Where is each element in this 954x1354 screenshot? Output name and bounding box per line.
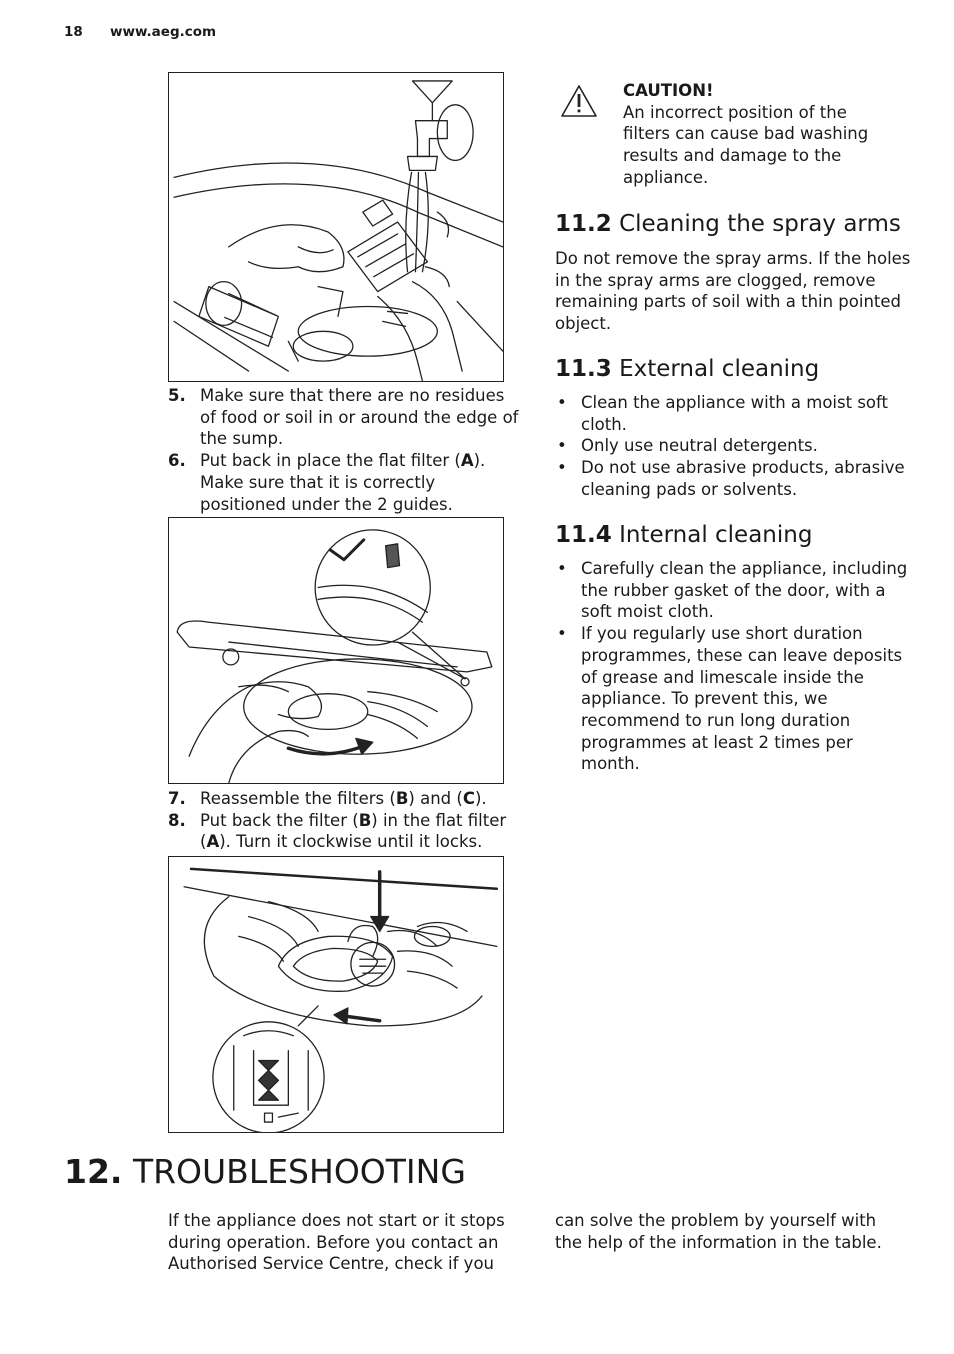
ref-label: A [206, 832, 220, 852]
illustration-filter-lock [168, 856, 504, 1133]
list-item: If you regularly use short duration prog… [555, 623, 915, 775]
steps-list-5-6: 5. Make sure that there are no residues … [168, 385, 520, 515]
caution-title: CAUTION! [623, 81, 714, 100]
step-7: 7. Reassemble the filters (B) and (C). [168, 789, 487, 808]
section-11-4: 11.4 Internal cleaning Carefully clean t… [555, 521, 915, 775]
section-heading: 11.3 External cleaning [555, 356, 820, 382]
bullet-list: Carefully clean the appliance, including… [555, 558, 915, 775]
illustration-flat-filter [168, 517, 504, 784]
caution-text: An incorrect position of the filters can… [623, 102, 869, 187]
step-6: 6. Put back in place the flat filter (A)… [168, 451, 486, 514]
website-link[interactable]: www.aeg.com [110, 24, 217, 40]
list-item: Carefully clean the appliance, including… [555, 558, 915, 623]
ref-label: B [358, 810, 372, 830]
section-11-2: 11.2 Cleaning the spray arms Do not remo… [555, 210, 915, 335]
list-item: Clean the appliance with a moist soft cl… [555, 392, 915, 435]
ref-label: C [462, 789, 475, 808]
illustration-rinsing-filters [168, 72, 504, 382]
chapter-heading: 12. TROUBLESHOOTING [64, 1152, 466, 1191]
list-item: Do not use abrasive products, abrasive c… [555, 457, 915, 500]
caution-note: CAUTION! An incorrect position of the fi… [623, 80, 893, 189]
page-number: 18 [64, 24, 83, 40]
section-heading: 11.2 Cleaning the spray arms [555, 211, 901, 237]
step-5: 5. Make sure that there are no residues … [168, 386, 519, 449]
list-item: Only use neutral detergents. [555, 435, 915, 457]
warning-triangle-icon [560, 84, 598, 118]
section-11-3: 11.3 External cleaning Clean the applian… [555, 355, 915, 501]
bullet-list: Clean the appliance with a moist soft cl… [555, 392, 915, 501]
section-heading: 11.4 Internal cleaning [555, 522, 813, 548]
step-8: 8. Put back the filter (B) in the flat f… [168, 810, 507, 852]
section-body: Do not remove the spray arms. If the hol… [555, 249, 911, 334]
troubleshooting-intro-col2: can solve the problem by yourself with t… [555, 1211, 882, 1252]
steps-list-7-8: 7. Reassemble the filters (B) and (C). 8… [168, 788, 520, 853]
troubleshooting-intro-col1: If the appliance does not start or it st… [168, 1211, 505, 1274]
ref-label: B [395, 789, 409, 808]
ref-label: A [460, 451, 474, 471]
